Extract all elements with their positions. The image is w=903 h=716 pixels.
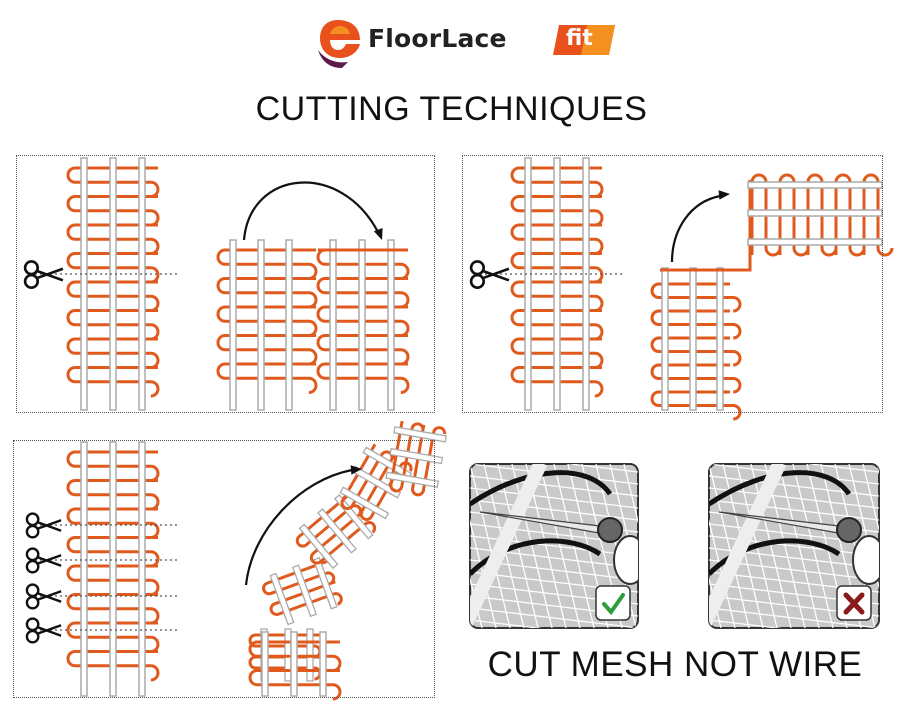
heating-wire [510, 166, 604, 398]
mesh-strip [661, 267, 669, 411]
checkmark-icon [602, 593, 625, 616]
cut-wire-incorrect-illustration [708, 463, 880, 629]
scissors-icon [469, 260, 510, 289]
mesh-strip [582, 157, 590, 411]
mesh-strip [389, 447, 444, 465]
mat-moved-piece-lower [650, 267, 742, 421]
mesh-strip [229, 239, 237, 411]
panel-top-right [462, 155, 883, 413]
brand-badge-shape [553, 25, 615, 55]
mesh-strip [524, 157, 532, 411]
panel-top-left [16, 155, 435, 413]
mesh-strip [298, 523, 339, 570]
panel-bottom-left [13, 440, 435, 698]
mesh-strip [109, 441, 117, 697]
mesh-strip [312, 556, 338, 610]
mesh-strip [290, 631, 298, 697]
mat-segment [262, 556, 343, 626]
mesh-strip [317, 508, 357, 554]
mat-bottom-piece [248, 631, 342, 701]
mesh-strip [109, 157, 117, 411]
footer-note: CUT MESH NOT WIRE [487, 645, 863, 684]
mesh-strip [716, 267, 724, 411]
cut-mesh-correct-illustration [469, 463, 639, 629]
curved-arrow-icon [244, 465, 362, 586]
mesh-strip [285, 239, 293, 411]
scissors-icon [25, 617, 62, 644]
heating-wire [660, 250, 752, 272]
cross-icon [843, 592, 865, 615]
heating-wire [66, 166, 160, 398]
result-badge [595, 585, 631, 621]
heating-wire [262, 559, 343, 616]
mesh-strip [138, 157, 146, 411]
mat-full-left-3 [66, 441, 160, 697]
mesh-strip [689, 267, 697, 411]
heating-wire [316, 248, 410, 394]
mesh-strip [329, 239, 337, 411]
mat-full-left [66, 157, 160, 411]
heating-wire [248, 640, 342, 701]
mat-segment [339, 443, 413, 521]
brand-badge: fit [566, 26, 593, 51]
scissors-icon [597, 517, 623, 543]
mat-cut-piece-a [216, 239, 318, 411]
heating-wire [295, 493, 377, 565]
mesh-strip [80, 441, 88, 697]
scissors-icon [23, 260, 64, 289]
brand-logo-icon [318, 20, 360, 68]
scissors-icon [25, 583, 62, 610]
scissors-icon [25, 547, 62, 574]
mesh-strip [292, 564, 318, 618]
scissors-icon [836, 517, 862, 543]
mesh-strip [339, 486, 390, 520]
heating-wire [216, 248, 318, 394]
mesh-strip [358, 239, 366, 411]
curved-arrow-icon [242, 181, 383, 241]
heating-wire [650, 282, 742, 421]
mesh-strip [387, 239, 395, 411]
mesh-strip [385, 471, 440, 488]
mesh-strip [269, 572, 295, 626]
page-title: CUTTING TECHNIQUES [255, 90, 648, 128]
mat-full-left-2 [510, 157, 604, 411]
heating-wire [389, 420, 447, 497]
mesh-strip [553, 157, 561, 411]
mesh-strip [261, 631, 269, 697]
brand-name: FloorLace [368, 24, 507, 53]
mesh-strip [319, 631, 327, 697]
mesh-strip [393, 426, 447, 443]
mesh-strip [138, 441, 146, 697]
scissors-icon [25, 512, 62, 539]
heating-wire [66, 450, 160, 682]
mat-cut-piece-b [316, 239, 410, 411]
mat-segment [385, 420, 447, 497]
mesh-strip [80, 157, 88, 411]
mesh-strip [257, 239, 265, 411]
curved-arrow-icon [670, 190, 730, 263]
